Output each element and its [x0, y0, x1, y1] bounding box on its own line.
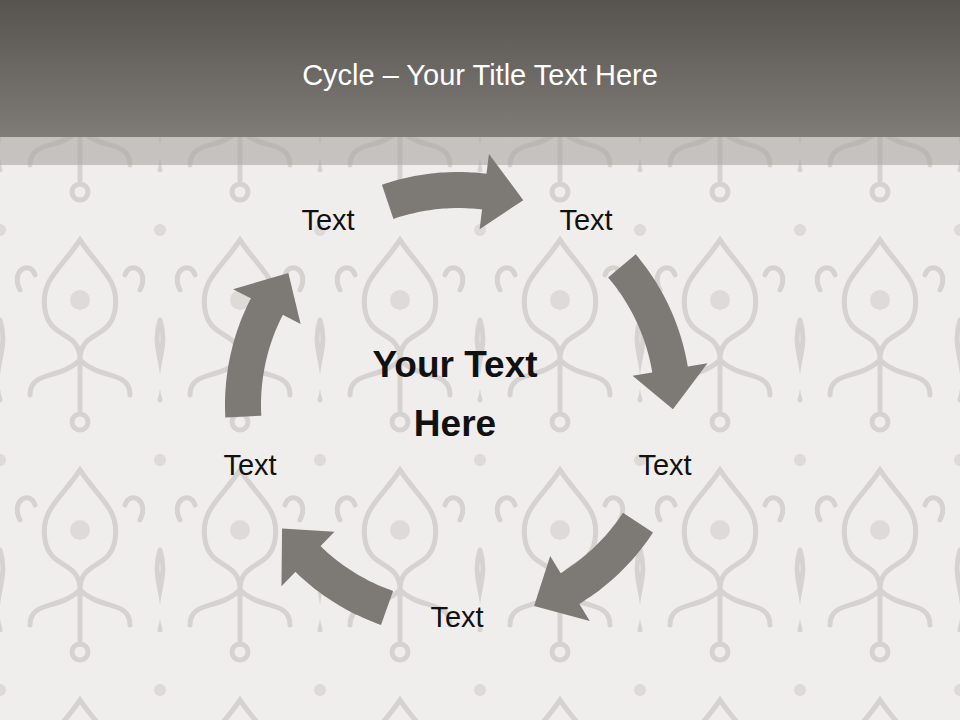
cycle-arrow	[622, 266, 708, 409]
step-text: Text	[301, 204, 354, 237]
arrow-head	[281, 529, 334, 587]
arrow-body	[568, 523, 638, 590]
slide-title: Cycle – Your Title Text Here	[0, 0, 960, 137]
cycle-step: Text	[553, 200, 618, 241]
step-text: Text	[559, 204, 612, 237]
cycle-arrow	[281, 529, 387, 608]
arrow-body	[388, 190, 486, 202]
cycle-arrow	[233, 273, 301, 417]
arrow-body	[307, 558, 387, 608]
step-text: Text	[638, 449, 691, 482]
cycle-step: Text	[632, 445, 697, 486]
cycle-arrow	[388, 154, 524, 229]
arrow-body	[622, 266, 670, 372]
step-text: Text	[430, 601, 483, 634]
title-band-shadow	[0, 137, 960, 165]
arrow-body	[243, 305, 268, 417]
center-text: Your Text Here	[340, 335, 570, 453]
arrow-head	[534, 556, 590, 621]
step-text: Text	[223, 449, 276, 482]
arrow-head	[480, 154, 524, 229]
title-bar	[0, 0, 960, 137]
cycle-arrow	[534, 523, 638, 621]
cycle-step: Text	[295, 200, 360, 241]
cycle-step: Text	[217, 445, 282, 486]
arrow-head	[233, 273, 301, 324]
cycle-step: Text	[424, 597, 489, 638]
arrow-head	[633, 363, 708, 409]
